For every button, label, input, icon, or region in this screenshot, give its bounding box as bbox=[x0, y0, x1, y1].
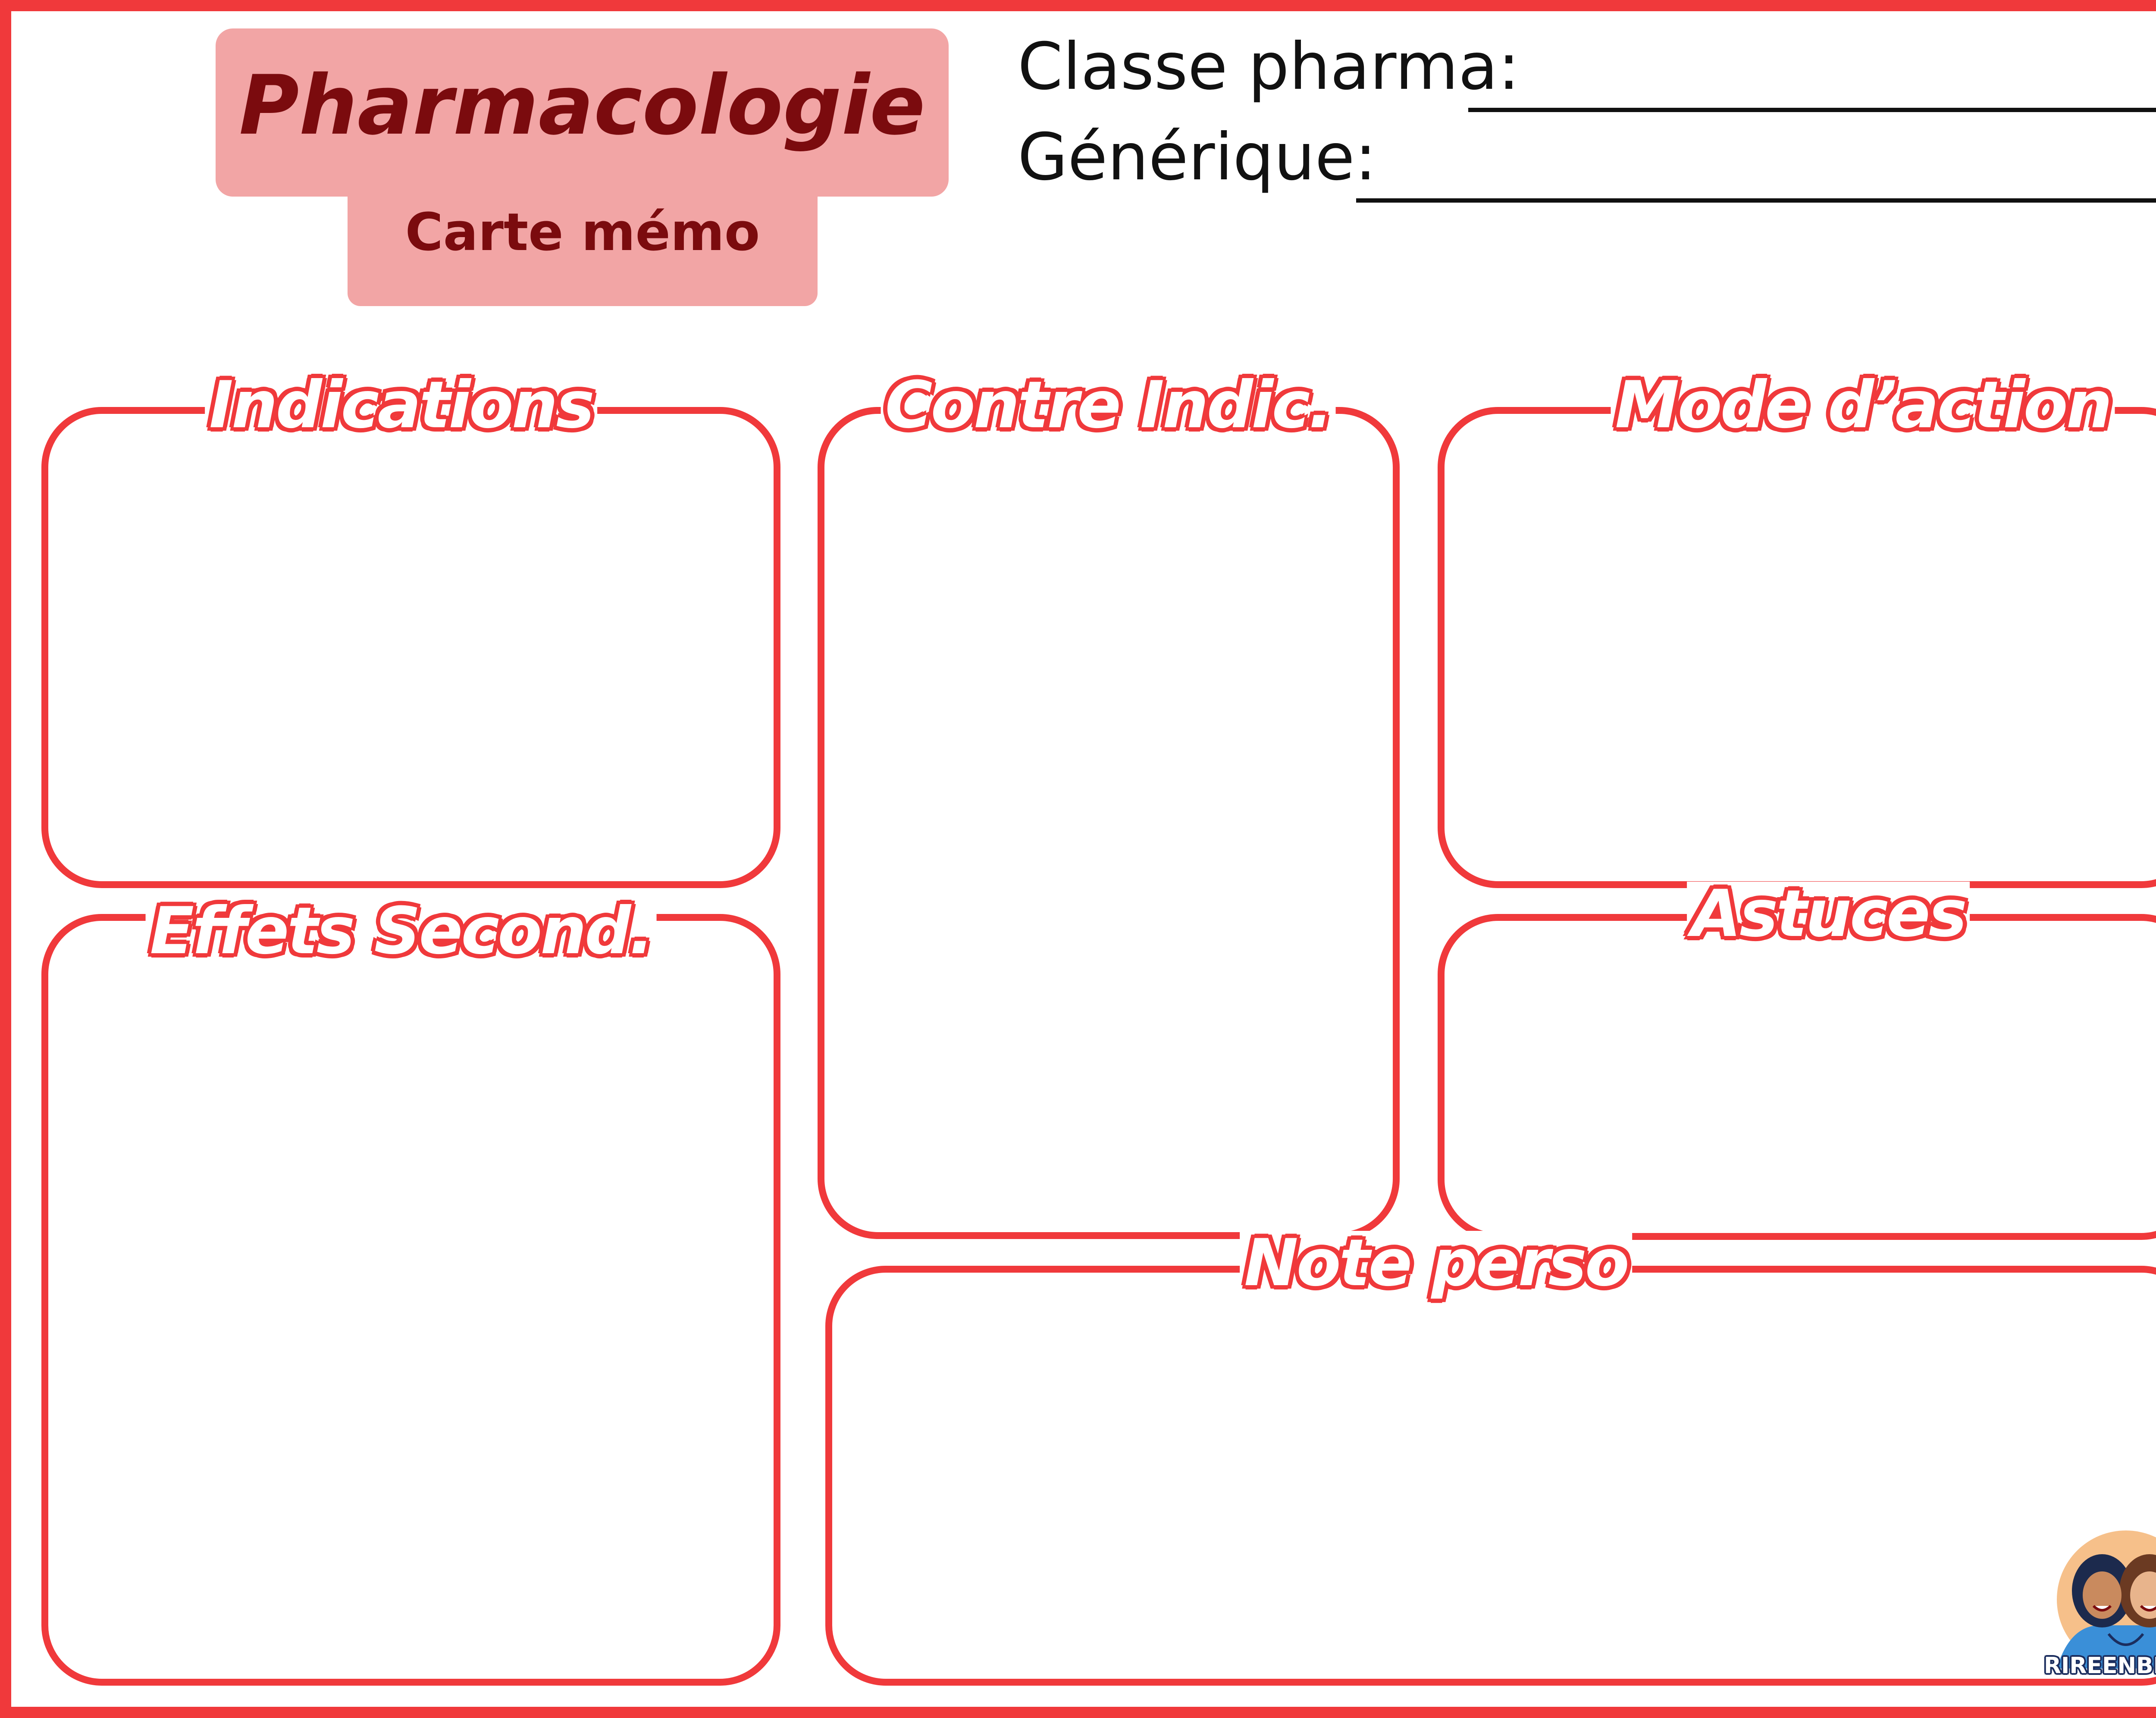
mode-action-card[interactable] bbox=[1438, 407, 2156, 888]
contre-indic-card[interactable] bbox=[818, 407, 1400, 1239]
generique-label: Générique: bbox=[1018, 120, 1377, 195]
note-perso-card[interactable] bbox=[825, 1266, 2156, 1686]
indications-card[interactable] bbox=[41, 407, 780, 888]
astuces-card[interactable] bbox=[1438, 914, 2156, 1240]
classe-pharma-label: Classe pharma: bbox=[1018, 29, 1520, 104]
effets-second-title: Effets Second. bbox=[145, 899, 657, 964]
classe-pharma-line bbox=[1468, 108, 2156, 112]
mode-action-title: Mode d’action bbox=[1611, 373, 2115, 438]
generique-field[interactable]: Générique: bbox=[1018, 125, 2156, 207]
note-perso-title: Note perso bbox=[1240, 1231, 1632, 1296]
page-title: Pharmacologie bbox=[239, 58, 925, 153]
effets-second-card[interactable] bbox=[41, 914, 780, 1686]
nurses-logo-icon bbox=[2057, 1530, 2156, 1668]
page-subtitle: Carte mémo bbox=[405, 203, 760, 263]
indications-title: Indications bbox=[205, 373, 597, 438]
contre-indic-title: Contre Indic. bbox=[881, 373, 1336, 438]
astuces-title: Astuces bbox=[1687, 882, 1970, 946]
title-banner bbox=[216, 28, 949, 197]
generique-line bbox=[1356, 198, 2156, 203]
logo-wordmark: RIREENBLOUSE bbox=[2044, 1653, 2156, 1679]
subtitle-banner bbox=[348, 181, 818, 306]
classe-pharma-field[interactable]: Classe pharma: bbox=[1018, 34, 2156, 116]
